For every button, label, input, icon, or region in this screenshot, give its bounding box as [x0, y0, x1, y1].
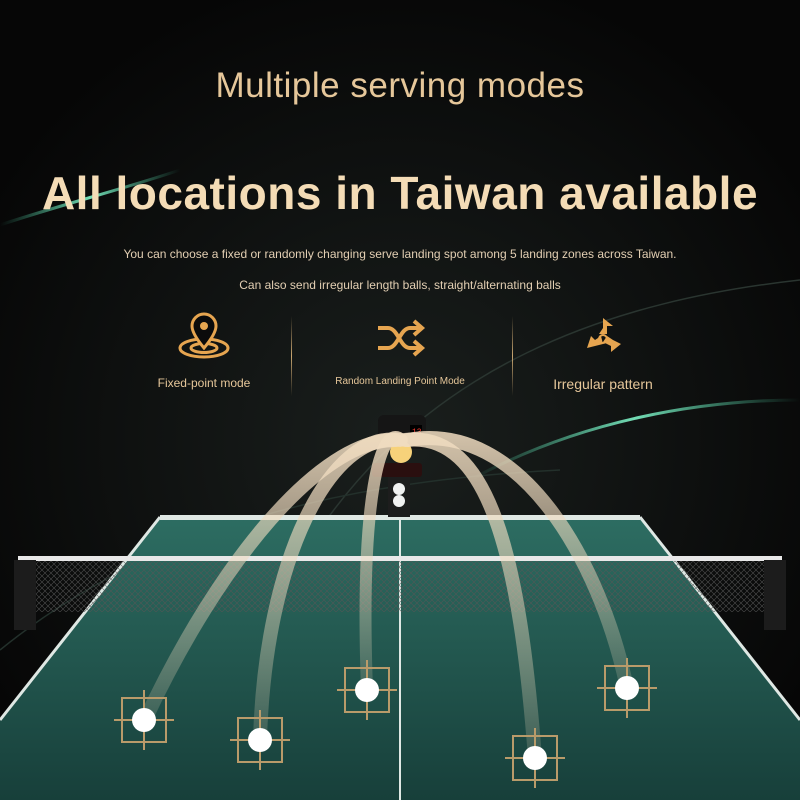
mode-label: Irregular pattern: [553, 376, 653, 392]
ball-3: [355, 678, 379, 702]
description-line-1: You can choose a fixed or randomly chang…: [123, 247, 677, 261]
mode-fixed-point: Fixed-point mode: [114, 308, 294, 390]
table-edge-right: [638, 516, 800, 721]
net-post-right: [764, 560, 786, 630]
section-title: All locations in Taiwan available: [41, 167, 759, 219]
mode-random-landing: Random Landing Point Mode: [310, 308, 490, 387]
location-pin-icon: [178, 312, 230, 359]
divider: [512, 316, 513, 396]
shuffle-icon: [378, 319, 426, 357]
mode-irregular: Irregular pattern: [513, 308, 693, 392]
net-tape: [18, 556, 782, 561]
trajectory-5: [401, 431, 634, 695]
ball-1: [132, 708, 156, 732]
trajectory-3: [359, 431, 408, 696]
light-streak-faint: [299, 279, 800, 561]
section-subtitle: Multiple serving modes: [215, 66, 585, 105]
net: [18, 556, 782, 612]
ball-4: [523, 746, 547, 770]
description-line-2: Can also send irregular length balls, st…: [239, 278, 561, 292]
mode-label: Fixed-point mode: [157, 376, 251, 390]
divider: [291, 316, 292, 396]
table-edge-left: [0, 516, 162, 721]
light-streak-left: [0, 168, 181, 227]
ball-5: [615, 676, 639, 700]
mode-label: Random Landing Point Mode: [335, 376, 465, 387]
net-post-left: [14, 560, 36, 630]
spin-arrows-icon: [587, 318, 621, 352]
ball-2: [248, 728, 272, 752]
trajectory-2: [253, 432, 407, 747]
light-streak-right: [469, 398, 800, 482]
